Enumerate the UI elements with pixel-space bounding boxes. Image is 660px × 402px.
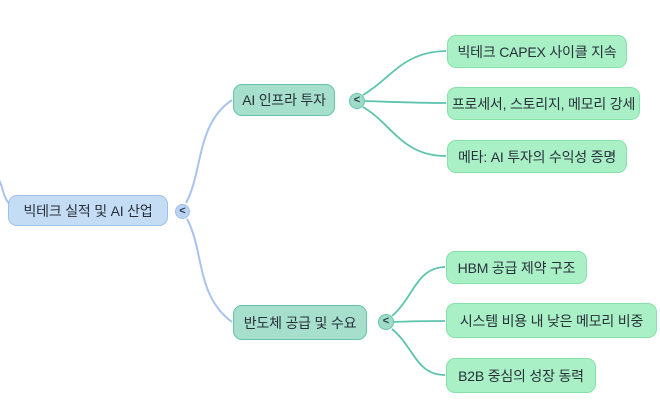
node-leaf-capex-cycle[interactable]: 빅테크 CAPEX 사이클 지속: [447, 35, 627, 68]
node-leaf-label: 프로세서, 스토리지, 메모리 강세: [451, 95, 636, 112]
collapse-icon: <: [382, 315, 390, 327]
edge-root-to-branch-2: [186, 218, 233, 323]
node-branch-semiconductor-supply-demand[interactable]: 반도체 공급 및 수요: [233, 305, 367, 340]
collapse-toggle-branch-2[interactable]: <: [378, 314, 394, 330]
node-branch-ai-infra[interactable]: AI 인프라 투자: [233, 84, 335, 116]
collapse-toggle-root[interactable]: <: [175, 204, 190, 219]
node-leaf-label: HBM 공급 제약 구조: [457, 259, 576, 276]
edge-branch2-to-leaf-1: [391, 266, 446, 317]
node-branch-label: 반도체 공급 및 수요: [243, 314, 357, 331]
node-branch-label: AI 인프라 투자: [242, 92, 326, 108]
node-leaf-meta-ai-profitability[interactable]: 메타: AI 투자의 수익성 증명: [447, 140, 627, 173]
node-leaf-label: 메타: AI 투자의 수익성 증명: [457, 148, 617, 165]
edge-branch1-to-leaf-3: [362, 106, 447, 157]
node-leaf-label: 시스템 비용 내 낮은 메모리 비중: [459, 312, 644, 329]
node-leaf-label: 빅테크 CAPEX 사이클 지속: [457, 43, 617, 60]
collapse-icon: <: [353, 94, 361, 106]
node-leaf-b2b-growth-driver[interactable]: B2B 중심의 성장 동력: [446, 358, 596, 393]
edge-branch2-to-leaf-3: [391, 328, 446, 376]
edge-root-to-branch-1: [185, 99, 233, 204]
collapse-toggle-branch-1[interactable]: <: [349, 93, 365, 109]
node-leaf-processor-storage-memory[interactable]: 프로세서, 스토리지, 메모리 강세: [447, 87, 640, 120]
node-leaf-low-memory-cost-share[interactable]: 시스템 비용 내 낮은 메모리 비중: [446, 303, 657, 338]
node-root[interactable]: 빅테크 실적 및 AI 산업: [8, 195, 168, 226]
collapse-icon: <: [179, 204, 186, 217]
edge-branch1-to-leaf-1: [362, 50, 447, 96]
node-leaf-label: B2B 중심의 성장 동력: [458, 367, 584, 384]
node-root-label: 빅테크 실적 및 AI 산업: [23, 202, 153, 219]
edge-branch1-to-leaf-2: [364, 100, 447, 104]
edge-branch2-to-leaf-2: [393, 320, 446, 323]
node-leaf-hbm-supply-constraint[interactable]: HBM 공급 제약 구조: [446, 251, 587, 284]
